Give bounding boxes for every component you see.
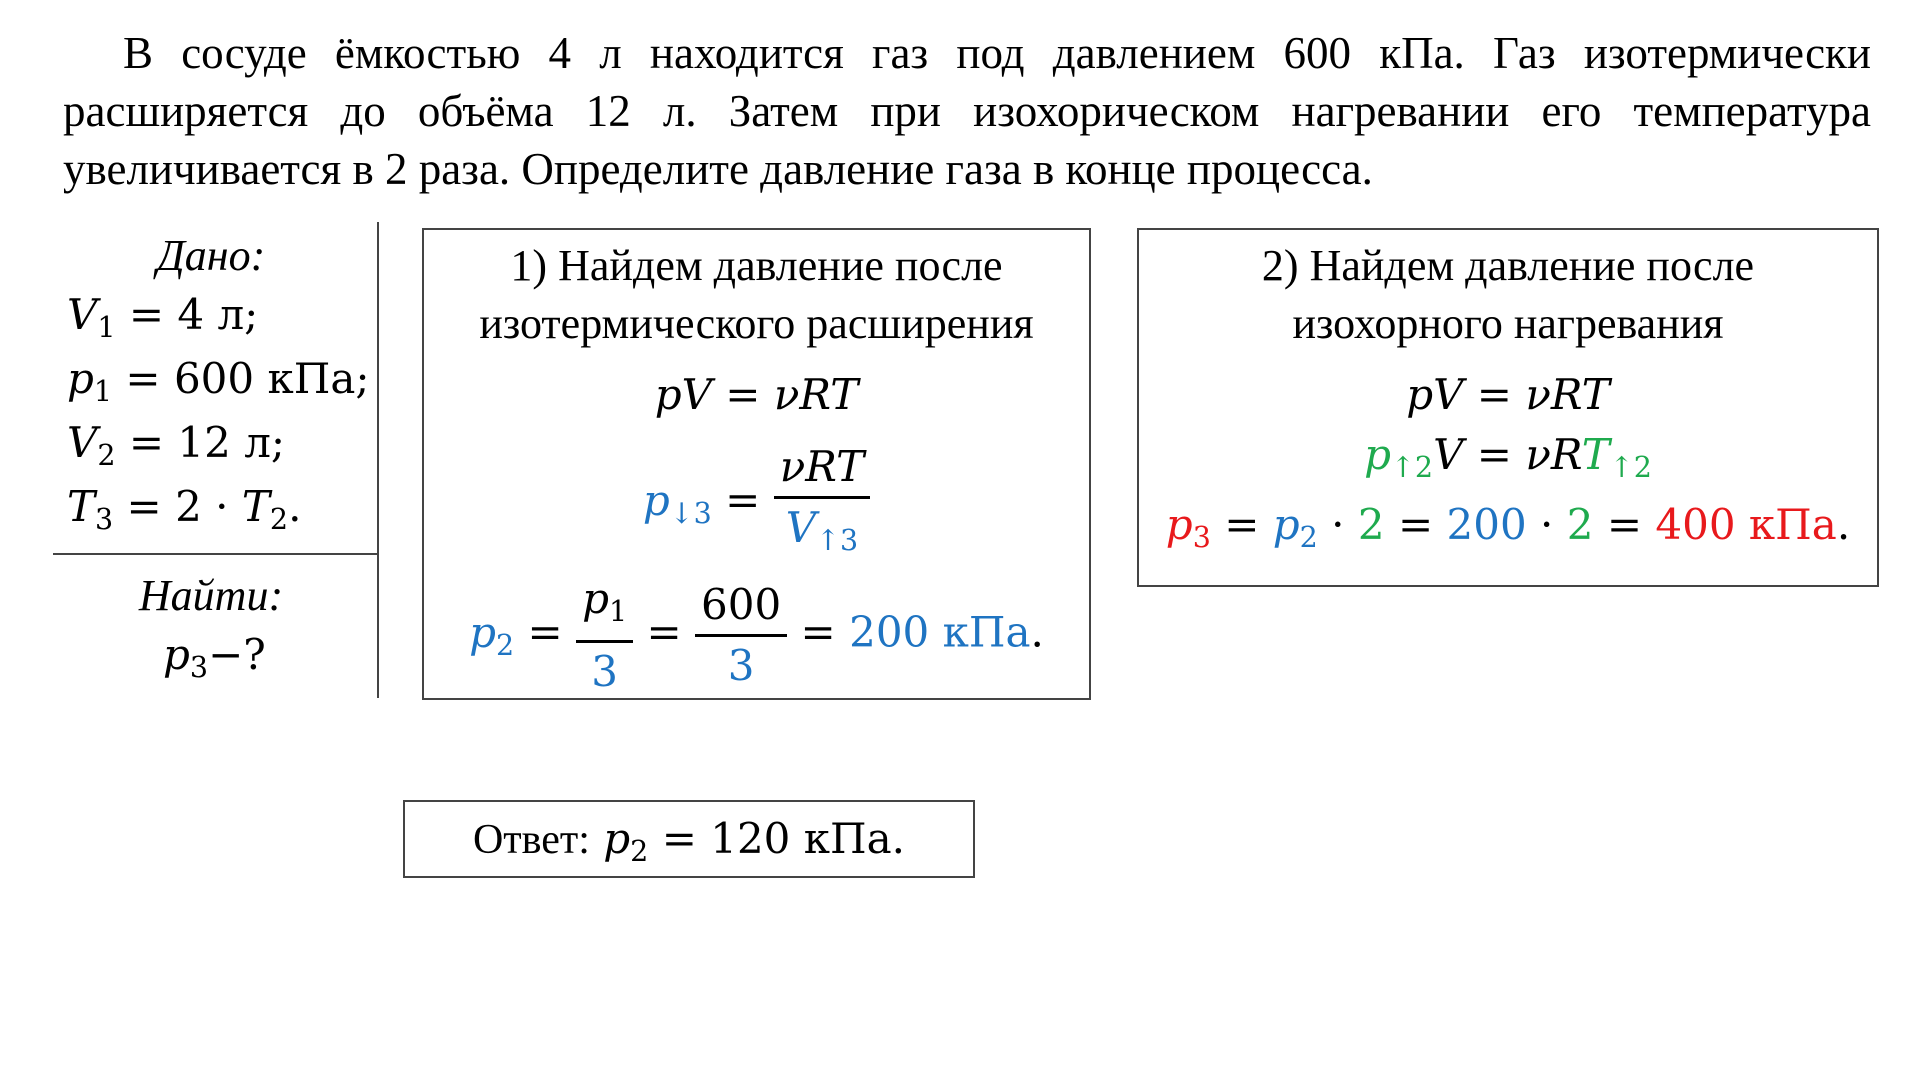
step1-pressure-formula: p↓3 = νRT V↑3 — [424, 438, 1089, 569]
step1-equation-main-text: pV = νRT — [654, 370, 859, 419]
given-divider-horizontal — [53, 553, 379, 555]
step1-title-line2: изотермического расширения — [479, 299, 1034, 348]
answer-box: Ответ: p2 = 120 кПа. — [403, 800, 975, 878]
step1-equation-main: pV = νRT — [424, 370, 1089, 419]
given-panel: Дано: V1 = 4 л; p1 = 600 кПа; V2 = 12 л;… — [53, 222, 379, 698]
step2-p2-value: 200 — [1446, 500, 1527, 549]
find-heading: Найти: — [138, 571, 284, 620]
answer-label: Ответ: — [472, 817, 590, 863]
step1-val-den: 3 — [727, 641, 755, 690]
answer-value: = 120 кПа. — [661, 814, 906, 863]
given-t3: T3 = 2 · T2. — [67, 482, 302, 536]
step2-equation-main: pV = νRT — [1139, 370, 1877, 419]
step2-result-value: 400 кПа — [1655, 500, 1837, 549]
step2-equation-main-text: pV = νRT — [1406, 370, 1610, 419]
step2-factor-2: 2 — [1566, 500, 1594, 549]
given-v1-value: = 4 л; — [128, 290, 259, 339]
step2-equation-changes: p↑2V = νRT↑2 — [1364, 430, 1652, 484]
given-p1: p1 = 600 кПа; — [67, 354, 370, 408]
step1-val-num: 600 — [701, 580, 782, 629]
step1-p-den: 3 — [591, 646, 618, 696]
given-t3-value: = 2 · — [126, 482, 229, 531]
given-heading: Дано: — [156, 231, 266, 280]
step2-factor-1: 2 — [1357, 500, 1385, 549]
step1-result-value: 200 кПа — [849, 607, 1031, 657]
step2-title-line1: 2) Найдем давление после — [1261, 241, 1755, 290]
given-divider-vertical — [377, 222, 379, 698]
problem-statement: В сосуде ёмкостью 4 л находится газ под … — [63, 28, 1871, 194]
given-v1: V1 = 4 л; — [67, 290, 259, 344]
step2-title-line2: изохорного нагревания — [1292, 299, 1724, 348]
find-suffix: −? — [208, 630, 266, 679]
given-v2: V2 = 12 л; — [67, 418, 286, 472]
step1-result: p2 = p1 3 = 600 3 = 200 кПа. — [424, 570, 1089, 701]
step1-title-line1: 1) Найдем давление после — [510, 241, 1003, 290]
step2-box: 2) Найдем давление после изохорного нагр… — [1137, 228, 1879, 587]
step2-result: p3 = p2 · 2 = 200 · 2 = 400 кПа. — [1165, 500, 1851, 554]
step1-numerator: νRT — [779, 442, 865, 491]
step1-box: 1) Найдем давление после изотермического… — [422, 228, 1091, 700]
find-p3: p3−? — [163, 630, 266, 684]
given-v2-value: = 12 л; — [128, 418, 286, 467]
given-p1-value: = 600 кПа; — [125, 354, 370, 403]
